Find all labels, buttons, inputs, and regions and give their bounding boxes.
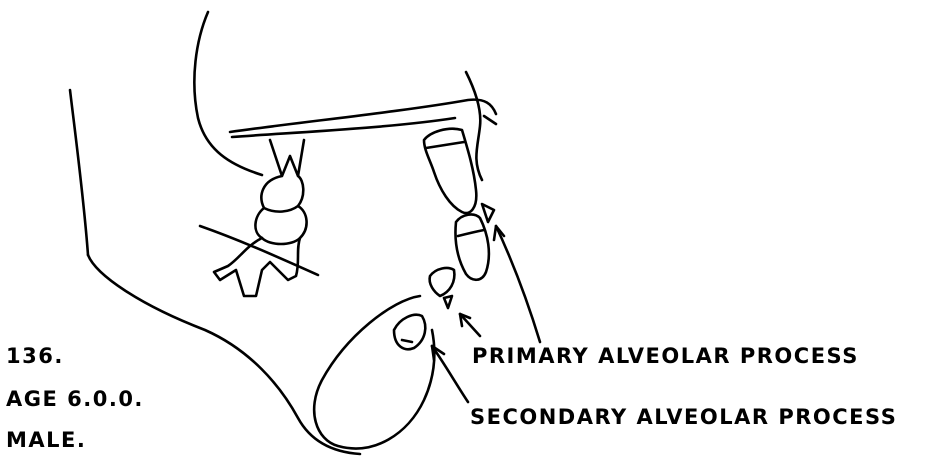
ramus-outline [70,90,88,255]
arrow-primary-lower [460,314,480,336]
lower-molar [214,238,300,296]
label-primary-alveolar-process: PRIMARY ALVEOLAR PROCESS [472,346,859,367]
upper-molar [255,140,306,244]
maxilla-tip [484,116,496,124]
upper-incisor-cej [426,142,464,148]
developing-incisor [430,268,455,296]
upper-molar-crown-line [264,206,298,212]
specimen-sex: MALE. [6,430,86,451]
specimen-number: 136. [6,346,64,367]
mandible-lower-border [88,255,360,454]
label-secondary-alveolar-process: SECONDARY ALVEOLAR PROCESS [470,407,897,428]
upper-incisor [424,129,476,213]
anterior-maxilla [466,72,482,180]
secondary-alveolar-triangle [444,296,452,308]
primary-lower-incisor [455,215,488,280]
symphysis-outline [314,296,434,448]
profile-outline [194,12,262,175]
primary-lower-incisor-line [458,230,484,236]
permanent-incisor-bud [394,315,425,349]
permanent-incisor-root [402,340,412,342]
specimen-age: AGE 6.0.0. [6,389,144,410]
arrow-primary [494,226,540,342]
arrow-secondary [432,346,468,402]
primary-alveolar-triangle [482,204,494,222]
occlusal-plane [200,226,318,275]
